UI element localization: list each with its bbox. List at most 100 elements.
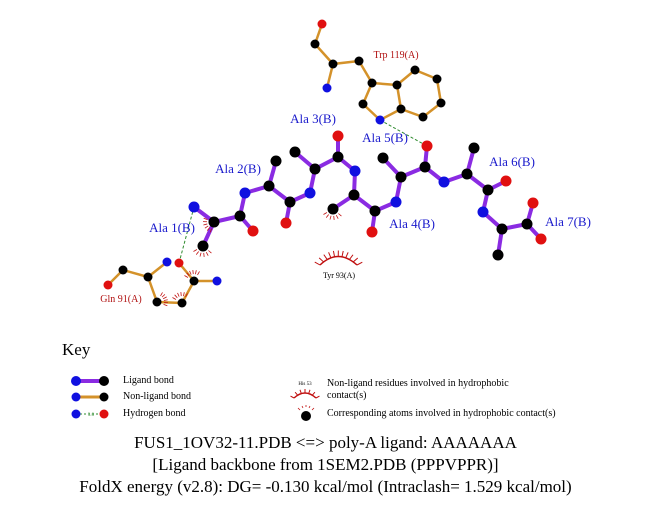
nitrogen-atom [390, 196, 402, 208]
key-nitrogen-atom [71, 409, 81, 419]
nitrogen-atom [375, 115, 385, 125]
hydrophobic-contact-icon [323, 212, 342, 220]
carbon-atom [369, 205, 381, 217]
caption-line-3: FoldX energy (v2.8): DG= -0.130 kcal/mol… [79, 477, 572, 496]
nitrogen-atom [304, 187, 316, 199]
label-ala1: Ala 1(B) [149, 220, 195, 235]
nitrogen-atom [188, 201, 200, 213]
hydrophobic-contact-icon [184, 270, 200, 278]
nitrogen-atom [349, 165, 361, 177]
key-oxygen-atom [99, 409, 109, 419]
carbon-atom [377, 152, 389, 164]
carbon-atom [358, 99, 368, 109]
label-ala7: Ala 7(B) [545, 214, 591, 229]
nitrogen-atom [477, 206, 489, 218]
carbon-atom [143, 272, 153, 282]
carbon-atom [432, 74, 442, 84]
carbon-atom [496, 223, 508, 235]
key-hydrophobic-residues-label: Non-ligand residues involved in hydropho… [327, 378, 509, 401]
carbon-atom [208, 216, 220, 228]
label-ala3: Ala 3(B) [290, 111, 336, 126]
hydrophobic-contact-icon [193, 249, 212, 257]
oxygen-atom [366, 226, 378, 238]
carbon-atom [309, 163, 321, 175]
carbon-atom [482, 184, 494, 196]
carbon-atom [396, 104, 406, 114]
label-tyr93: Tyr 93(A) [323, 271, 355, 280]
key-hbond-distance: 3.0 [88, 413, 95, 418]
key-hydrophobic-atoms-label: Corresponding atoms involved in hydropho… [327, 408, 556, 419]
label-gln91: Gln 91(A) [100, 294, 141, 305]
nitrogen-atom [162, 257, 172, 267]
carbon-atom [310, 39, 320, 49]
carbon-atom [177, 298, 187, 308]
key-nitrogen-atom [71, 392, 81, 402]
key-nonligand-bond-label: Non-ligand bond [123, 391, 192, 402]
carbon-atom [189, 276, 199, 286]
hydrophobic-contact-icon [172, 292, 188, 300]
key-carbon-atom [99, 376, 109, 386]
carbon-atom [395, 171, 407, 183]
oxygen-atom [332, 130, 344, 142]
carbon-atom [492, 249, 504, 261]
carbon-atom [263, 180, 275, 192]
caption-line-2: [Ligand backbone from 1SEM2.PDB (PPPVPPR… [152, 455, 499, 474]
oxygen-atom [535, 233, 547, 245]
key-title: Key [62, 340, 91, 359]
carbon-atom [332, 151, 344, 163]
hydrogen-bond [178, 206, 195, 264]
key-hydrophobic-arc-spokes-icon [290, 389, 320, 399]
carbon-atom [392, 80, 402, 90]
key-hydrophobic-spokes-icon [297, 405, 315, 411]
carbon-atom [284, 196, 296, 208]
carbon-atom [328, 59, 338, 69]
oxygen-atom [527, 197, 539, 209]
key-ligand-bond-label: Ligand bond [123, 375, 174, 386]
nitrogen-atom [239, 187, 251, 199]
carbon-atom [152, 297, 162, 307]
key-nitrogen-atom [71, 376, 81, 386]
key-hydrogen-bond-label: Hydrogen bond [123, 408, 186, 419]
nitrogen-atom [212, 276, 222, 286]
carbon-atom [468, 142, 480, 154]
nitrogen-atom [438, 176, 450, 188]
carbon-atom [436, 98, 446, 108]
carbon-atom [118, 265, 128, 275]
carbon-atom [367, 78, 377, 88]
key-hydrophobic-atom-icon [301, 411, 311, 421]
key-graphics: 3.0 His 53 [71, 376, 317, 421]
tyr93-hydrophobic-spokes-icon [314, 250, 363, 266]
oxygen-atom [247, 225, 259, 237]
key-carbon-atom [99, 392, 109, 402]
key-hydrophobic-example-label: His 53 [298, 382, 312, 387]
oxygen-atom [421, 140, 433, 152]
oxygen-atom [500, 175, 512, 187]
carbon-atom [354, 56, 364, 66]
carbon-atom [418, 112, 428, 122]
carbon-atom [234, 210, 246, 222]
carbon-atom [270, 155, 282, 167]
carbon-atom [289, 146, 301, 158]
hydrophobic-contact-icon [160, 292, 169, 307]
label-trp119: Trp 119(A) [373, 50, 418, 61]
carbon-atom [419, 161, 431, 173]
label-ala4: Ala 4(B) [389, 216, 435, 231]
caption-line-1: FUS1_1OV32-11.PDB <=> poly-A ligand: AAA… [134, 433, 517, 452]
carbon-atom [461, 168, 473, 180]
label-ala5: Ala 5(B) [362, 130, 408, 145]
nitrogen-atom [322, 83, 332, 93]
carbon-atom [348, 189, 360, 201]
carbon-atom [410, 65, 420, 75]
oxygen-atom [280, 217, 292, 229]
carbon-atom [197, 240, 209, 252]
hydrophobic-contact-icon [202, 217, 212, 233]
hydrogen-bond [379, 119, 428, 147]
label-ala2: Ala 2(B) [215, 161, 261, 176]
oxygen-atom [103, 280, 113, 290]
label-ala6: Ala 6(B) [489, 154, 535, 169]
carbon-atom [521, 218, 533, 230]
carbon-atom [327, 203, 339, 215]
oxygen-atom [174, 258, 184, 268]
